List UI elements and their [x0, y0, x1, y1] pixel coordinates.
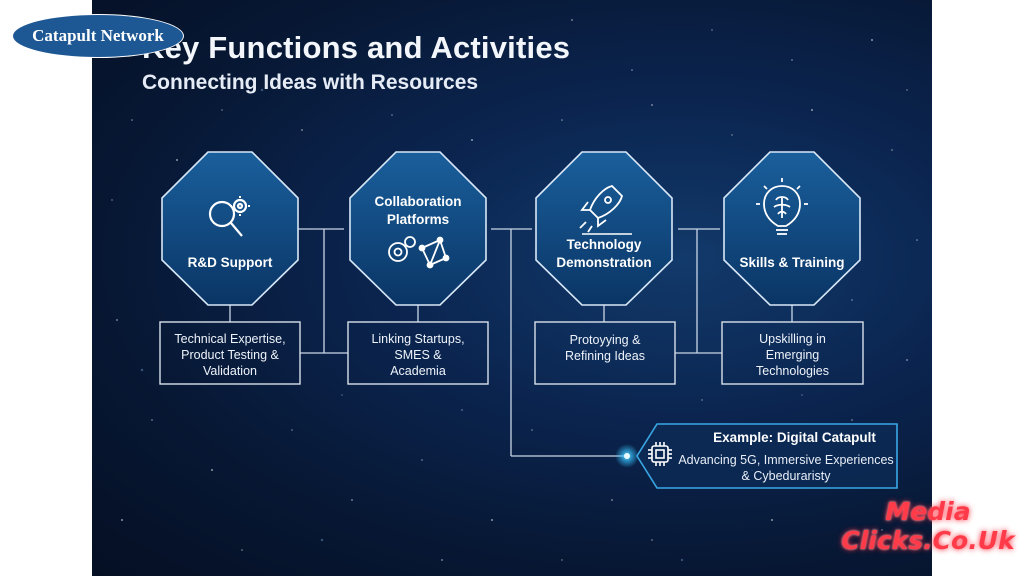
- right-letterbox: [932, 0, 1024, 576]
- collaboration-platforms-label: Collaboration Platforms: [358, 193, 478, 229]
- collaboration-detail-box: [347, 321, 489, 385]
- rd-detail-line2: Product Testing &: [181, 348, 279, 362]
- catapult-network-badge: Catapult Network: [12, 14, 184, 58]
- skills-detail: Upskilling in Emerging Technologies: [724, 331, 861, 379]
- example-text-line2: & Cybeduraristy: [741, 469, 831, 483]
- example-text: Advancing 5G, Immersive Experiences & Cy…: [672, 452, 900, 484]
- tech-detail-line1: Protoyying &: [569, 333, 641, 347]
- media-clicks-watermark: Media Clicks.Co.Uk: [838, 498, 1018, 556]
- magnifier-gear-icon: [208, 196, 250, 237]
- lightbulb-brain-icon: [756, 178, 808, 235]
- rd-support-octagon: [161, 151, 299, 306]
- example-title: Example: Digital Catapult: [713, 430, 876, 445]
- collab-detail-line3: Academia: [390, 364, 446, 378]
- skills-training-octagon: [723, 151, 861, 306]
- skills-detail-line2: Emerging: [765, 348, 820, 362]
- collab-detail-line2: SMES &: [394, 348, 442, 362]
- starfield-background: [111, 19, 918, 562]
- technology-demonstration-label: Technology Demonstration: [544, 236, 664, 272]
- example-text-line1: Advancing 5G, Immersive Experiences: [678, 453, 894, 467]
- skills-detail-line1: Upskilling in: [759, 332, 826, 346]
- gears-network-icon: [388, 236, 450, 269]
- tech-detail-line2: Refining Ideas: [565, 349, 645, 363]
- functions-diagram: [159, 151, 898, 489]
- chip-icon: [648, 442, 672, 466]
- page-title: Key Functions and Activities: [142, 30, 571, 65]
- badge-label: Catapult Network: [32, 26, 164, 45]
- slide: Key Functions and Activities Connecting …: [92, 0, 932, 576]
- watermark-line2: Clicks.Co.Uk: [841, 526, 1015, 555]
- rocket-icon: [579, 185, 632, 235]
- technology-label-line1: Technology: [566, 237, 642, 252]
- skills-detail-line3: Technologies: [756, 364, 829, 378]
- collaboration-label-line1: Collaboration: [374, 194, 462, 209]
- watermark-line1: Media: [885, 497, 971, 526]
- technology-label-line2: Demonstration: [556, 255, 652, 270]
- left-letterbox: [0, 0, 92, 576]
- example-callout-box: [636, 423, 898, 489]
- collaboration-platforms-octagon: [349, 151, 487, 306]
- technology-detail-box: [534, 321, 676, 385]
- skills-training-label: Skills & Training: [739, 255, 845, 270]
- rd-detail-line1: Technical Expertise,: [174, 332, 286, 346]
- technology-demonstration-octagon: [535, 151, 673, 306]
- connector-lines: [229, 228, 793, 457]
- page-subtitle: Connecting Ideas with Resources: [142, 71, 479, 94]
- collab-detail-line1: Linking Startups,: [371, 332, 465, 346]
- rd-support-detail-box: [159, 321, 301, 385]
- rd-support-detail: Technical Expertise, Product Testing & V…: [162, 331, 298, 379]
- collaboration-detail: Linking Startups, SMES & Academia: [350, 331, 486, 379]
- rd-detail-line3: Validation: [203, 364, 257, 378]
- technology-detail: Protoyying & Refining Ideas: [537, 332, 673, 364]
- collaboration-label-line2: Platforms: [386, 212, 450, 227]
- skills-detail-box: [721, 321, 864, 385]
- rd-support-label: R&D Support: [187, 255, 273, 270]
